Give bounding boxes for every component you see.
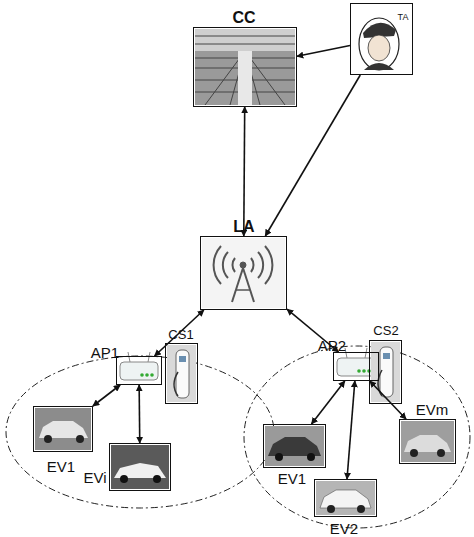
- link-arrow: [243, 107, 246, 236]
- image-box: CC: [193, 27, 297, 107]
- node-label: LA: [233, 219, 254, 235]
- car-picture: [401, 421, 454, 462]
- image-box: EV1: [33, 406, 93, 452]
- node-label: TA: [398, 13, 409, 22]
- node-label: CS1: [168, 328, 193, 341]
- link-arrow: [93, 385, 120, 406]
- link-arrow: [312, 381, 345, 424]
- link-arrow: [347, 381, 355, 479]
- antenna-picture: [202, 238, 285, 308]
- car-picture: [265, 426, 324, 466]
- car-picture: [316, 481, 375, 515]
- image-box: CS1: [165, 343, 198, 404]
- node-label: EV1: [47, 459, 75, 474]
- image-box: EVi: [109, 443, 171, 491]
- image-box: EVm: [399, 419, 456, 464]
- node-label: CS2: [373, 324, 398, 337]
- node-label: EVm: [416, 402, 449, 417]
- person-picture: [359, 18, 399, 70]
- link-arrow: [370, 381, 406, 419]
- image-box: AP1: [116, 356, 162, 385]
- node-label: AP2: [318, 338, 346, 353]
- image-box: AP2: [333, 352, 379, 381]
- node-label: CC: [232, 10, 255, 26]
- image-box: EV2: [314, 479, 377, 517]
- link-arrow: [138, 385, 140, 443]
- group-ellipse: [244, 346, 470, 528]
- node-label: EV2: [330, 521, 358, 536]
- image-box: LA: [200, 236, 287, 310]
- node-label: EVi: [83, 470, 106, 485]
- car-picture: [111, 445, 169, 489]
- image-box: CS2: [369, 340, 402, 404]
- image-box: EV1: [263, 424, 326, 468]
- image-box: TA: [350, 3, 413, 75]
- node-label: EV1: [278, 471, 306, 486]
- node-label: AP1: [91, 345, 119, 360]
- charger-picture: [167, 345, 196, 402]
- link-arrow: [297, 45, 350, 56]
- link-arrow: [155, 310, 204, 356]
- group-ellipse: [6, 356, 274, 508]
- link-arrow: [265, 75, 360, 236]
- car-picture: [35, 408, 91, 450]
- control-room-picture: [195, 29, 295, 105]
- charger-picture: [371, 342, 400, 402]
